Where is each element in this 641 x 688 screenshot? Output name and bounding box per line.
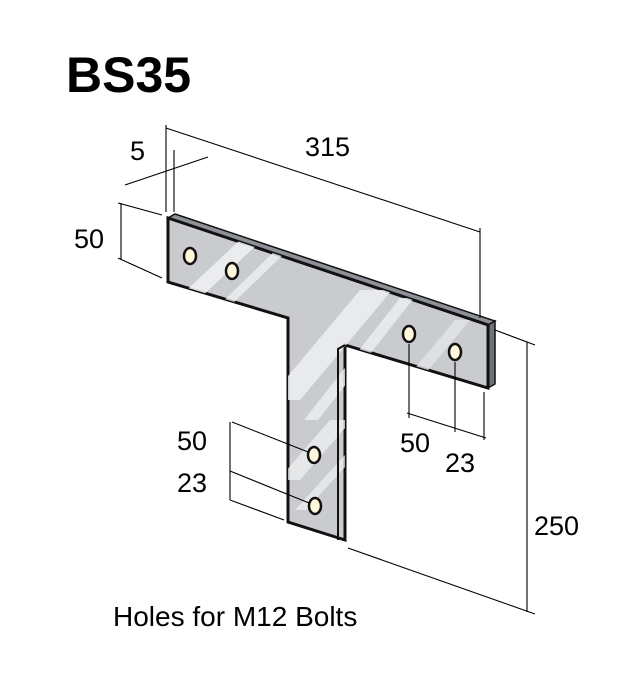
bolt-hole	[306, 445, 322, 465]
dim-arm-hole-edge-label: 23	[445, 448, 475, 478]
inner-corner-edge	[337, 344, 346, 540]
bolt-hole	[224, 261, 240, 281]
dim-total-height-label: 250	[534, 511, 579, 541]
bolt-hole	[401, 324, 417, 344]
dim-stem-hole-edge-label: 23	[177, 468, 207, 498]
bolt-hole	[307, 496, 323, 516]
bolt-hole	[447, 342, 463, 362]
dim-width-label: 315	[305, 132, 350, 162]
product-code-title: BS35	[66, 47, 192, 103]
dim-arm-height-label: 50	[74, 224, 104, 254]
dim-thickness-label: 5	[130, 136, 145, 166]
bolt-hole	[182, 246, 198, 266]
dim-stem-hole-spacing-label: 50	[177, 426, 207, 456]
caption-holes-note: Holes for M12 Bolts	[113, 601, 358, 632]
dimension-lines	[117, 125, 536, 615]
bolt-holes	[182, 246, 463, 516]
dim-arm-hole-spacing-label: 50	[400, 428, 430, 458]
